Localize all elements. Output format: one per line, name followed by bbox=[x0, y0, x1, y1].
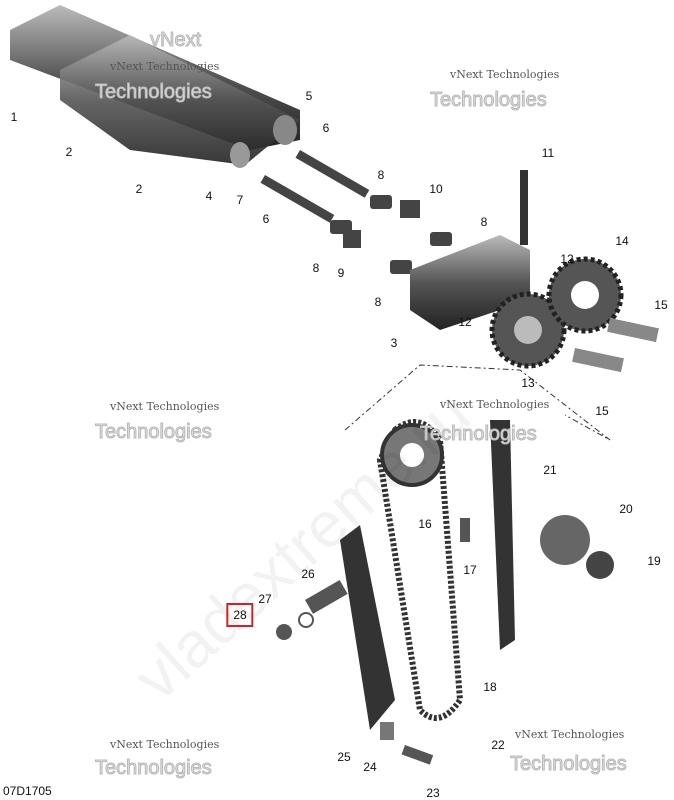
callout-15[interactable]: 15 bbox=[595, 404, 609, 418]
callout-27[interactable]: 27 bbox=[258, 592, 272, 606]
callout-6[interactable]: 6 bbox=[262, 212, 270, 226]
watermark-outline: Technologies bbox=[510, 753, 628, 776]
callout-8[interactable]: 8 bbox=[377, 168, 385, 182]
callout-17[interactable]: 17 bbox=[463, 563, 477, 577]
callout-11[interactable]: 11 bbox=[541, 146, 555, 160]
callout-25[interactable]: 25 bbox=[337, 750, 351, 764]
callout-16[interactable]: 16 bbox=[418, 517, 432, 531]
chain-guides bbox=[276, 420, 614, 765]
diagram-code: 07D1705 bbox=[3, 784, 52, 798]
rocker-parts bbox=[260, 149, 452, 274]
callout-8[interactable]: 8 bbox=[374, 295, 382, 309]
callout-15[interactable]: 15 bbox=[654, 298, 668, 312]
watermark-text: vNext Technologies bbox=[110, 738, 220, 751]
watermark-outline: vNext bbox=[149, 29, 202, 52]
timing-chain bbox=[376, 419, 464, 721]
callout-4[interactable]: 4 bbox=[205, 189, 213, 203]
callout-26[interactable]: 26 bbox=[301, 567, 315, 581]
callout-19[interactable]: 19 bbox=[647, 554, 661, 568]
callout-7[interactable]: 7 bbox=[236, 193, 244, 207]
watermark-outline: Technologies bbox=[95, 757, 213, 780]
callout-20[interactable]: 20 bbox=[619, 502, 633, 516]
callout-23[interactable]: 23 bbox=[426, 786, 440, 800]
callout-14[interactable]: 14 bbox=[615, 234, 629, 248]
watermark-text: vNext Technologies bbox=[110, 60, 220, 73]
camshaft-assembly bbox=[10, 5, 300, 168]
watermark-outline: Technologies bbox=[95, 421, 213, 444]
callout-2[interactable]: 2 bbox=[65, 145, 73, 159]
callout-10[interactable]: 10 bbox=[429, 182, 443, 196]
callout-24[interactable]: 24 bbox=[363, 760, 377, 774]
watermark-text: vNext Technologies bbox=[440, 398, 550, 411]
callout-8[interactable]: 8 bbox=[312, 261, 320, 275]
camshaft-carrier bbox=[410, 170, 530, 330]
callout-21[interactable]: 21 bbox=[543, 463, 557, 477]
watermark-outline: Technologies bbox=[95, 81, 213, 104]
callout-3[interactable]: 3 bbox=[390, 336, 398, 350]
callout-18[interactable]: 18 bbox=[483, 680, 497, 694]
callout-2[interactable]: 2 bbox=[135, 182, 143, 196]
callout-1[interactable]: 1 bbox=[10, 110, 18, 124]
watermark-text: vNext Technologies bbox=[515, 728, 625, 741]
callout-13[interactable]: 13 bbox=[521, 376, 535, 390]
watermark-outline: Technologies bbox=[430, 89, 548, 112]
callout-5[interactable]: 5 bbox=[305, 89, 313, 103]
watermark-text: vNext Technologies bbox=[110, 400, 220, 413]
callout-28[interactable]: 28 bbox=[226, 603, 254, 627]
callout-22[interactable]: 22 bbox=[491, 738, 505, 752]
watermark-text: vNext Technologies bbox=[450, 68, 560, 81]
callout-6[interactable]: 6 bbox=[322, 121, 330, 135]
callout-12[interactable]: 12 bbox=[458, 315, 472, 329]
callout-8[interactable]: 8 bbox=[480, 215, 488, 229]
callout-9[interactable]: 9 bbox=[337, 266, 345, 280]
callout-12[interactable]: 12 bbox=[560, 252, 574, 266]
watermark-outline: Technologies bbox=[420, 423, 538, 446]
sprockets bbox=[489, 256, 659, 373]
